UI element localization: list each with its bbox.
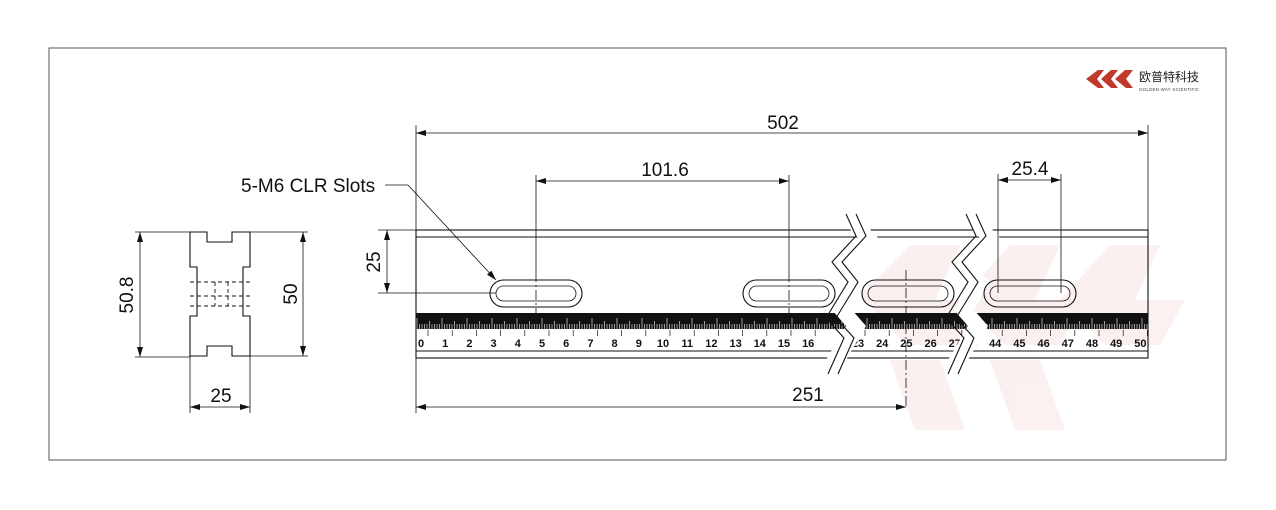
ruler-scale-label: 16 bbox=[802, 338, 814, 350]
section-view: 50.8 50 25 bbox=[117, 231, 308, 413]
ruler-scale-label: 1 bbox=[442, 338, 448, 350]
dim-slot-pitch: 101.6 bbox=[641, 160, 689, 181]
ruler-scale-label: 44 bbox=[989, 338, 1002, 350]
ruler-scale-label: 12 bbox=[705, 338, 717, 350]
ruler-scale-label: 2 bbox=[466, 338, 472, 350]
ruler-scale-label: 10 bbox=[657, 338, 669, 350]
ruler-scale-label: 6 bbox=[563, 338, 569, 350]
ruler-scale-label: 0 bbox=[418, 338, 424, 350]
logo-name-en: GOLDEN WAY SCIENTIFIC bbox=[1139, 87, 1200, 92]
logo-name-cn: 欧普特科技 bbox=[1139, 69, 1199, 84]
section-profile bbox=[189, 231, 251, 357]
slot-callout-label: 5-M6 CLR Slots bbox=[241, 176, 375, 197]
dim-section-height-outer: 50.8 bbox=[117, 277, 138, 314]
slot bbox=[983, 279, 1077, 308]
company-logo: 欧普特科技 GOLDEN WAY SCIENTIFIC bbox=[1086, 69, 1200, 92]
dim-section-width: 25 bbox=[210, 386, 231, 407]
slot bbox=[861, 279, 955, 308]
rail-view: 0123456789101112131415162324252627434445… bbox=[241, 113, 1149, 413]
section-hidden-lines bbox=[190, 281, 250, 307]
drawing-frame bbox=[48, 47, 1227, 461]
dim-total-length: 502 bbox=[767, 113, 799, 134]
ruler-scale-label: 9 bbox=[636, 338, 642, 350]
ruler-scale-label: 14 bbox=[754, 338, 767, 350]
ruler-scale-label: 46 bbox=[1037, 338, 1049, 350]
break-gap-1 bbox=[825, 213, 880, 380]
ruler-scale-label: 11 bbox=[681, 338, 693, 350]
dim-half-length: 251 bbox=[792, 385, 824, 406]
ruler-scale-label: 26 bbox=[924, 338, 936, 350]
ruler-scale-label: 47 bbox=[1062, 338, 1074, 350]
logo-mark-icon bbox=[1086, 70, 1133, 88]
ruler-scale-label: 15 bbox=[778, 338, 790, 350]
ruler-scale-label: 50 bbox=[1134, 338, 1146, 350]
ruler-scale-label: 8 bbox=[612, 338, 618, 350]
ruler-scale-label: 7 bbox=[587, 338, 593, 350]
rail-body bbox=[415, 229, 1149, 359]
ruler-scale-label: 45 bbox=[1013, 338, 1025, 350]
ruler-scale-label: 5 bbox=[539, 338, 545, 350]
ruler-scale-label: 13 bbox=[729, 338, 741, 350]
dim-section-height-inner: 50 bbox=[281, 283, 302, 304]
dim-slot-height: 25 bbox=[364, 251, 385, 272]
break-gap-2 bbox=[945, 213, 1002, 380]
ruler-scale-label: 48 bbox=[1086, 338, 1098, 350]
dim-slot-length: 25.4 bbox=[1012, 159, 1049, 180]
ruler-scale-label: 25 bbox=[900, 338, 912, 350]
ruler-scale-label: 3 bbox=[491, 338, 497, 350]
ruler-scale-label: 49 bbox=[1110, 338, 1122, 350]
ruler-scale-label: 4 bbox=[515, 338, 522, 350]
center-lines bbox=[535, 270, 907, 408]
ruler-scale-label: 24 bbox=[876, 338, 889, 350]
